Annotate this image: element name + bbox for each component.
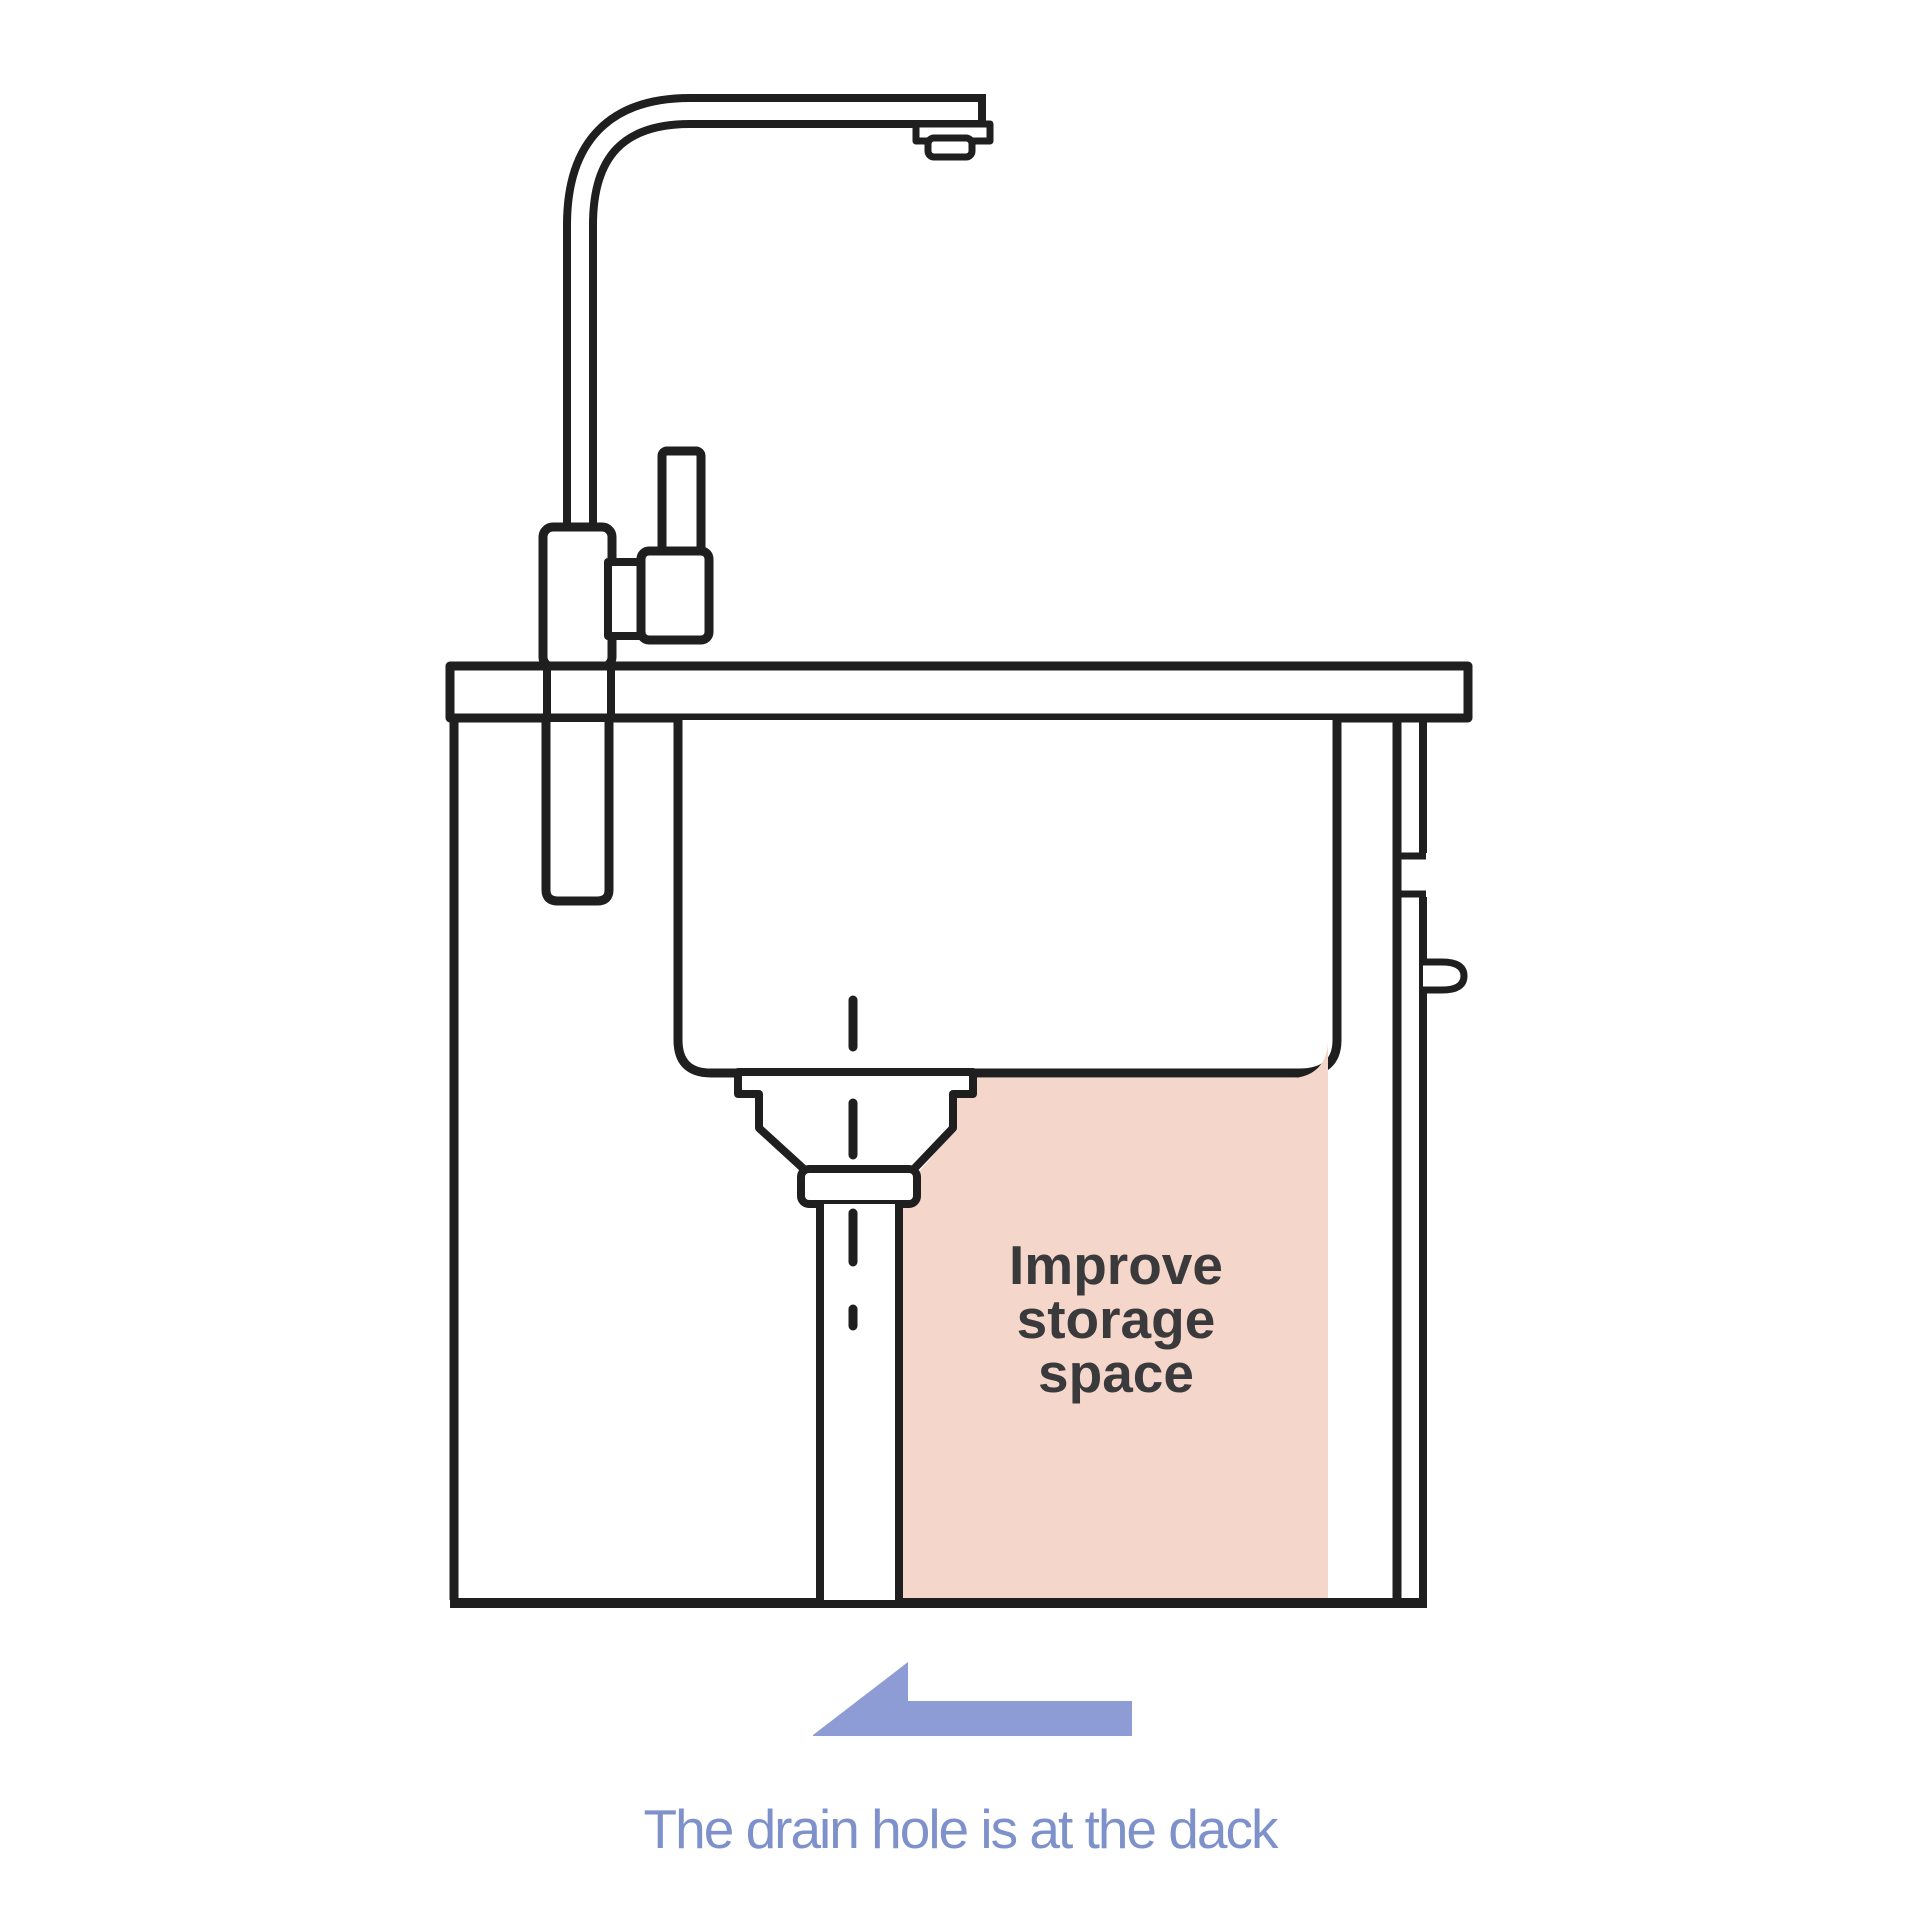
drain-nut (797, 1165, 921, 1208)
sink-bowl (673, 720, 1342, 1078)
faucet-spout (563, 94, 994, 532)
storage-label-line1: Improve (1009, 1234, 1223, 1296)
faucet-tube-outline (563, 94, 986, 532)
mounting-clip (1423, 958, 1468, 994)
aerator-nozzle (924, 134, 976, 161)
cabinet (449, 722, 1468, 1608)
right-panel-notch (1394, 852, 1426, 898)
faucet-tube-core (571, 102, 978, 532)
tailpipe-fill (824, 1204, 895, 1600)
faucet-body (538, 522, 617, 672)
countertop (445, 661, 1473, 723)
faucet-pass-through-lines (543, 662, 615, 722)
tailpipe-walls (816, 1204, 903, 1600)
faucet-base-group (538, 446, 714, 672)
faucet-shank (541, 722, 614, 906)
storage-label-line2: storage (1017, 1288, 1216, 1350)
storage-label-line3: space (1038, 1342, 1194, 1404)
storage-highlight-area (903, 1042, 1328, 1598)
drain-assembly (734, 995, 977, 1600)
arrow-caption: The drain hole is at the dack (644, 1798, 1279, 1860)
left-arrow-icon (813, 1662, 1132, 1736)
storage-label: Improve storage space (1009, 1234, 1223, 1404)
handle-base (636, 546, 714, 645)
